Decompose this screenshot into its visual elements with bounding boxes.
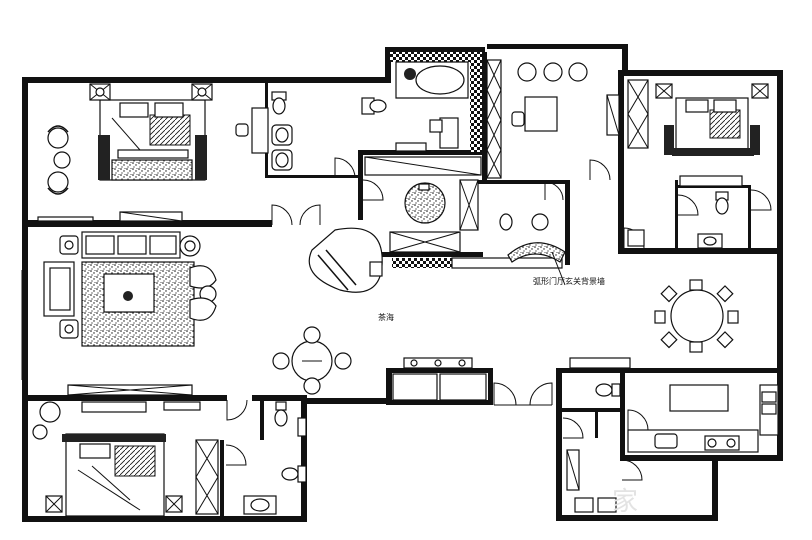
desk-icon bbox=[524, 96, 558, 132]
wardrobe-icon bbox=[486, 59, 502, 179]
armchair-icon bbox=[32, 401, 61, 440]
master-bathroom bbox=[390, 52, 502, 179]
sink-icon bbox=[697, 233, 723, 249]
upper-left-bathroom bbox=[235, 91, 387, 179]
armchair-icon bbox=[47, 125, 71, 195]
kitchen-island-icon bbox=[669, 384, 729, 412]
double-bed-icon bbox=[98, 99, 207, 181]
armchair-icon bbox=[517, 62, 588, 82]
windows bbox=[21, 79, 781, 380]
utility-bathroom bbox=[562, 383, 643, 513]
watermark-text: 家 bbox=[612, 487, 638, 517]
vanity-counter-icon bbox=[251, 107, 269, 154]
armchair-icon bbox=[59, 235, 201, 339]
dining-area bbox=[623, 227, 739, 353]
bathtub-icon bbox=[395, 61, 469, 99]
double-bed-icon bbox=[664, 97, 760, 156]
double-bed-icon bbox=[62, 433, 166, 517]
study-room bbox=[511, 62, 620, 181]
toilet-icon bbox=[499, 213, 513, 231]
annotation-curved-wall: 弧形门厅玄关背景墙 bbox=[533, 276, 605, 286]
entry-closet bbox=[362, 156, 566, 286]
toilet-icon bbox=[271, 91, 387, 115]
sofa-icon bbox=[43, 231, 181, 317]
door-swing-icon bbox=[334, 157, 356, 179]
annotation-center: 茶海 bbox=[378, 312, 394, 322]
sink-icon bbox=[531, 213, 549, 231]
lower-left-bedroom bbox=[32, 399, 307, 517]
outer-walls bbox=[22, 44, 783, 522]
nightstand-icon bbox=[89, 83, 213, 101]
toilet-icon bbox=[715, 191, 729, 215]
sink-icon bbox=[243, 495, 277, 515]
upper-right-bedroom bbox=[627, 79, 772, 249]
toilet-icon bbox=[429, 117, 459, 149]
rug-icon bbox=[81, 261, 195, 347]
armchair-icon bbox=[235, 123, 249, 137]
piano-icon bbox=[308, 227, 383, 293]
round-table-icon bbox=[272, 326, 352, 395]
wardrobe-icon bbox=[195, 439, 219, 515]
entrance-cabinets bbox=[392, 357, 553, 406]
toilet-icon bbox=[595, 383, 621, 397]
lounge-chairs-icon bbox=[189, 265, 217, 321]
chair-icon bbox=[511, 111, 525, 127]
wardrobe-icon bbox=[627, 79, 649, 149]
round-table-icon bbox=[404, 182, 446, 224]
dining-table-icon bbox=[654, 279, 739, 353]
nightstand-icon bbox=[655, 83, 769, 99]
toilet-icon bbox=[274, 401, 307, 483]
living-room: 茶海 弧形门厅玄关背景墙 bbox=[43, 204, 605, 396]
nightstand-icon bbox=[45, 495, 183, 513]
upper-left-bedroom bbox=[37, 83, 213, 222]
sink-icon bbox=[271, 124, 293, 171]
kitchen bbox=[569, 357, 779, 453]
